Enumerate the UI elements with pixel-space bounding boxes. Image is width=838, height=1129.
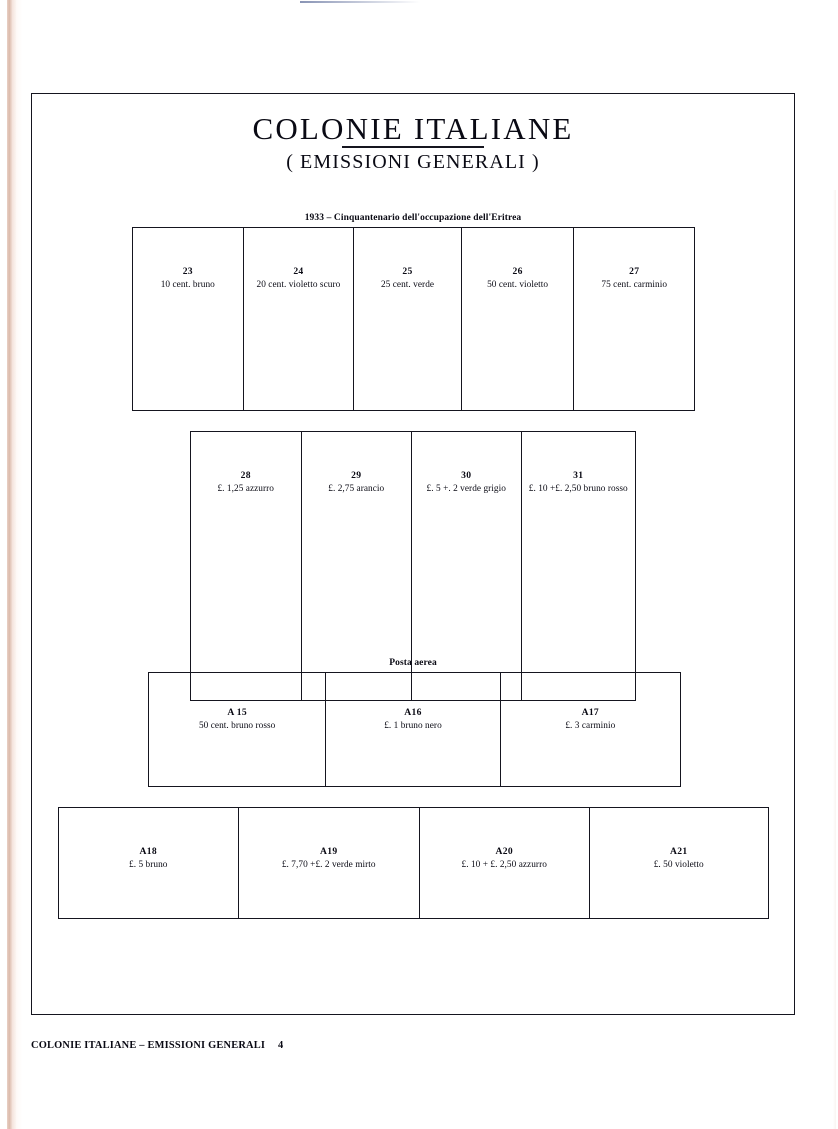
page-footer: COLONIE ITALIANE – EMISSIONI GENERALI 4 <box>31 1040 283 1051</box>
scan-speck <box>300 1 420 3</box>
stamp-slot[interactable]: 26 50 cent. violetto <box>462 228 575 410</box>
stamp-grid-1933: 23 10 cent. bruno 24 20 cent. violetto s… <box>132 227 695 411</box>
stamp-description: 25 cent. verde <box>380 279 435 290</box>
stamp-description: £. 10 + £. 2,50 azzurro <box>461 859 547 870</box>
stamp-grid-airmail-2: A18 £. 5 bruno A19 £. 7,70 +£. 2 verde m… <box>58 807 769 919</box>
catalog-number: 26 <box>512 266 523 277</box>
scan-edge-artifact <box>7 0 12 1129</box>
stamp-slot[interactable]: A21 £. 50 violetto <box>590 808 769 918</box>
page-subtitle: ( EMISSIONI GENERALI ) <box>286 151 540 173</box>
stamp-slot[interactable]: A 15 50 cent. bruno rosso <box>149 673 327 786</box>
stamp-slot[interactable]: 25 25 cent. verde <box>354 228 462 410</box>
catalog-number: A 15 <box>227 707 247 718</box>
catalog-number: 29 <box>351 470 362 481</box>
title-divider <box>342 146 484 148</box>
stamp-description: £. 10 +£. 2,50 bruno rosso <box>528 483 628 494</box>
catalog-number: A20 <box>495 846 513 857</box>
page-title: COLONIE ITALIANE <box>252 111 574 146</box>
catalog-number: 31 <box>573 470 584 481</box>
scan-edge-artifact <box>12 0 16 1129</box>
stamp-description: 50 cent. bruno rosso <box>198 720 276 731</box>
section-caption-posta-aerea: Posta aerea <box>389 658 437 668</box>
catalog-number: A19 <box>320 846 338 857</box>
stamp-slot[interactable]: 24 20 cent. violetto scuro <box>244 228 355 410</box>
stamp-grid-airmail-1: A 15 50 cent. bruno rosso A16 £. 1 bruno… <box>148 672 681 787</box>
footer-label: COLONIE ITALIANE – EMISSIONI GENERALI <box>31 1040 266 1051</box>
stamp-description: £. 7,70 +£. 2 verde mirto <box>281 859 376 870</box>
stamp-grid-lire: 28 £. 1,25 azzurro 29 £. 2,75 arancio 30… <box>190 431 636 701</box>
stamp-slot[interactable]: A17 £. 3 carminio <box>501 673 680 786</box>
stamp-description: £. 3 carminio <box>565 720 616 731</box>
stamp-slot[interactable]: A19 £. 7,70 +£. 2 verde mirto <box>239 808 420 918</box>
stamp-description: £. 5 +. 2 verde grigio <box>426 483 506 494</box>
scan-edge-artifact <box>16 0 22 1129</box>
stamp-description: £. 50 violetto <box>653 859 704 870</box>
stamp-description: £. 1,25 azzurro <box>217 483 274 494</box>
stamp-description: £. 1 bruno nero <box>384 720 442 731</box>
stamp-description: 50 cent. violetto <box>487 279 549 290</box>
catalog-number: A18 <box>139 846 157 857</box>
stamp-description: 20 cent. violetto scuro <box>256 279 341 290</box>
stamp-slot[interactable]: 29 £. 2,75 arancio <box>302 432 412 700</box>
stamp-slot[interactable]: 31 £. 10 +£. 2,50 bruno rosso <box>522 432 635 700</box>
stamp-description: 10 cent. bruno <box>160 279 215 290</box>
stamp-slot[interactable]: 27 75 cent. carminio <box>574 228 694 410</box>
stamp-description: £. 5 bruno <box>129 859 168 870</box>
stamp-slot[interactable]: 28 £. 1,25 azzurro <box>191 432 302 700</box>
catalog-number: 27 <box>629 266 640 277</box>
catalog-number: A16 <box>404 707 422 718</box>
catalog-number: 24 <box>293 266 304 277</box>
scan-edge-artifact-right <box>833 190 836 1129</box>
section-caption-1933: 1933 – Cinquantenario dell'occupazione d… <box>304 213 522 223</box>
catalog-number: A17 <box>581 707 600 718</box>
stamp-description: 75 cent. carminio <box>601 279 668 290</box>
catalog-number: 25 <box>402 266 413 277</box>
page-frame: COLONIE ITALIANE ( EMISSIONI GENERALI ) … <box>31 93 795 1015</box>
footer-page-number: 4 <box>277 1040 284 1051</box>
catalog-number: 30 <box>461 470 472 481</box>
stamp-slot[interactable]: 30 £. 5 +. 2 verde grigio <box>412 432 522 700</box>
stamp-slot[interactable]: 23 10 cent. bruno <box>133 228 244 410</box>
stamp-slot[interactable]: A20 £. 10 + £. 2,50 azzurro <box>420 808 590 918</box>
stamp-slot[interactable]: A16 £. 1 bruno nero <box>326 673 501 786</box>
catalog-number: A21 <box>670 846 688 857</box>
stamp-description: £. 2,75 arancio <box>328 483 385 494</box>
stamp-slot[interactable]: A18 £. 5 bruno <box>59 808 239 918</box>
catalog-number: 23 <box>182 266 193 277</box>
catalog-number: 28 <box>240 470 251 481</box>
